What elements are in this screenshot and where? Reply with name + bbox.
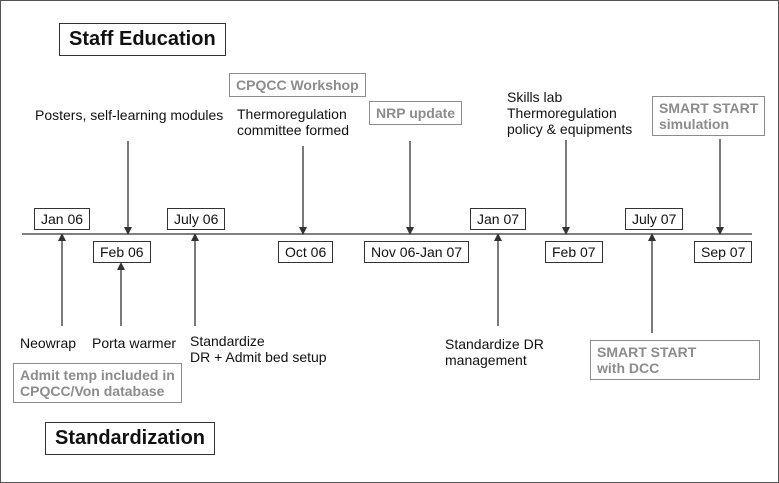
label-skills-line3: policy & equipments	[507, 121, 633, 137]
date-feb06: Feb 06	[93, 241, 151, 263]
label-thermo-committee-line2: committee formed	[237, 122, 350, 138]
label-cpqcc-workshop: CPQCC Workshop	[229, 73, 366, 97]
date-jan06: Jan 06	[34, 208, 91, 230]
date-feb07: Feb 07	[545, 241, 603, 263]
label-smart-simulation-line1: SMART START	[659, 100, 759, 116]
label-standardize-bed-line2: DR + Admit bed setup	[190, 349, 327, 365]
label-smart-dcc-line1: SMART START	[597, 344, 697, 360]
label-admit-temp-line2: CPQCC/Von database	[20, 383, 165, 399]
label-porta-warmer: Porta warmer	[92, 335, 177, 351]
label-admit-temp: Admit temp included in CPQCC/Von databas…	[13, 363, 182, 403]
label-admit-temp-line1: Admit temp included in	[20, 367, 175, 383]
label-neowrap: Neowrap	[20, 335, 77, 351]
date-july07: July 07	[625, 208, 684, 230]
label-nrp-update: NRP update	[369, 101, 463, 125]
label-skills-line1: Skills lab	[507, 89, 563, 105]
label-smart-simulation-line2: simulation	[659, 116, 730, 132]
staff-education-title: Staff Education	[59, 23, 226, 56]
label-smart-dcc-line2: with DCC	[597, 360, 660, 376]
label-smart-dcc: SMART START with DCC	[590, 340, 760, 380]
date-nov06-jan07: Nov 06-Jan 07	[364, 241, 470, 263]
label-standardize-dr-line1: Standardize DR	[445, 336, 544, 352]
label-posters: Posters, self-learning modules	[35, 107, 224, 123]
date-jan07: Jan 07	[470, 208, 527, 230]
date-july06: July 06	[167, 208, 226, 230]
label-thermo-committee-line1: Thermoregulation	[237, 106, 347, 122]
label-standardize-dr-line2: management	[445, 352, 527, 368]
label-skills-line2: Thermoregulation	[507, 105, 617, 121]
date-oct06: Oct 06	[278, 241, 334, 263]
label-smart-simulation: SMART START simulation	[652, 96, 766, 136]
standardization-title: Standardization	[45, 422, 216, 455]
date-sep07: Sep 07	[694, 241, 753, 263]
label-standardize-bed-line1: Standardize	[190, 333, 265, 349]
